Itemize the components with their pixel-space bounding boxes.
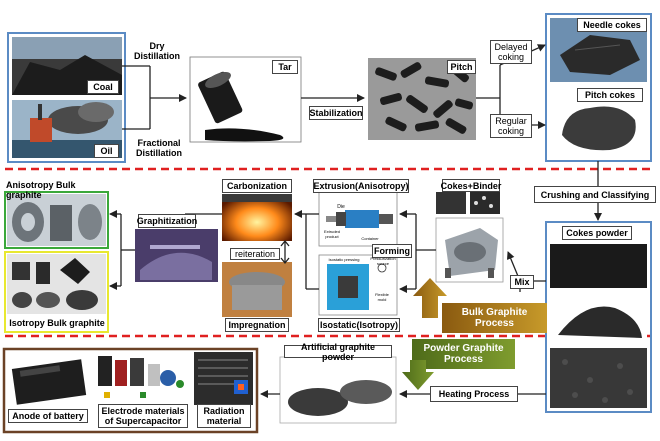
pitch-cokes-label: Pitch cokes [577, 88, 643, 102]
impregnation-label: Impregnation [225, 318, 289, 332]
mix-label: Mix [510, 275, 534, 289]
extruded-product-text: Extruded product [323, 229, 340, 239]
container-text: Container [361, 236, 379, 241]
reiteration-label: reiteration [230, 248, 280, 260]
applications-frame [2, 347, 259, 434]
anode-label: Anode of battery [8, 409, 88, 423]
forming-label: Forming [372, 244, 412, 258]
tar-label: Tar [272, 60, 298, 74]
oil-label: Oil [94, 144, 119, 158]
bulk-process-label: Bulk Graphite Process [461, 307, 528, 329]
isostatic-label: Isostatic(Isotropy) [318, 318, 400, 332]
extrusion-diagram [318, 191, 398, 247]
pitch-label: Pitch [447, 60, 476, 74]
carbonization-photo [222, 194, 292, 241]
radiation-label: Radiation material [197, 404, 251, 428]
isotropy-bulk-label: Isotropy Bulk graphite [9, 318, 105, 328]
artificial-powder-photo [279, 356, 397, 424]
pitch-photo [368, 58, 476, 140]
crushing-label: Crushing and Classifying [534, 186, 656, 203]
impregnation-photo [222, 262, 292, 317]
extrusion-label: Extrusion(Anisotropy) [313, 179, 409, 193]
cokes-binder-label: Cokes+Binder [440, 179, 502, 192]
isostatic-pressing-text: Isostatic pressing [328, 257, 360, 262]
graphitization-label: Graphitization [136, 214, 198, 228]
bulk-banner-bg [442, 303, 547, 333]
isostatic-diagram [318, 254, 398, 316]
battery-photo [8, 352, 90, 407]
electrode-label: Electrode materials of Supercapacitor [98, 404, 188, 428]
powder-banner-bg [412, 339, 515, 369]
pressure-source-text: Pressurization source [370, 256, 396, 266]
cokes-powder-photo [550, 244, 647, 408]
powder-arrow [402, 360, 434, 390]
anisotropy-photo [7, 194, 106, 246]
heating-process-label: Heating Process [430, 386, 518, 402]
isotropy-photo [7, 254, 106, 314]
anisotropy-bulk-label: Anisotropy Bulk graphite [6, 180, 76, 200]
stabilization-label: Stabilization [309, 106, 363, 120]
delayed-coking-label: Delayed coking [490, 40, 532, 64]
cokes-powder-label: Cokes powder [562, 226, 632, 240]
mixer-photo [435, 217, 504, 283]
powder-process-label: Powder Graphite Process [423, 343, 504, 365]
radiation-photo [194, 352, 253, 405]
isotropy-frame [4, 251, 109, 333]
die-text: Die [337, 204, 345, 210]
bulk-arrow [413, 278, 447, 318]
flexible-mold-text: Flexible mold [375, 292, 389, 302]
cokes-binder-photo [436, 192, 500, 214]
dry-distillation-label: Dry Distillation [134, 41, 181, 61]
source-frame [7, 32, 126, 163]
artificial-powder-label: Artificial graphite powder [284, 342, 392, 362]
fractional-distillation-label: Fractional Distillation [135, 138, 182, 158]
needle-cokes-label: Needle cokes [577, 18, 647, 32]
regular-coking-label: Regular coking [490, 114, 532, 138]
graphitization-photo [135, 229, 218, 282]
anisotropy-frame [4, 191, 109, 249]
supercapacitor-photo [94, 352, 190, 405]
coal-label: Coal [87, 80, 119, 94]
carbonization-label: Carbonization [222, 179, 292, 193]
